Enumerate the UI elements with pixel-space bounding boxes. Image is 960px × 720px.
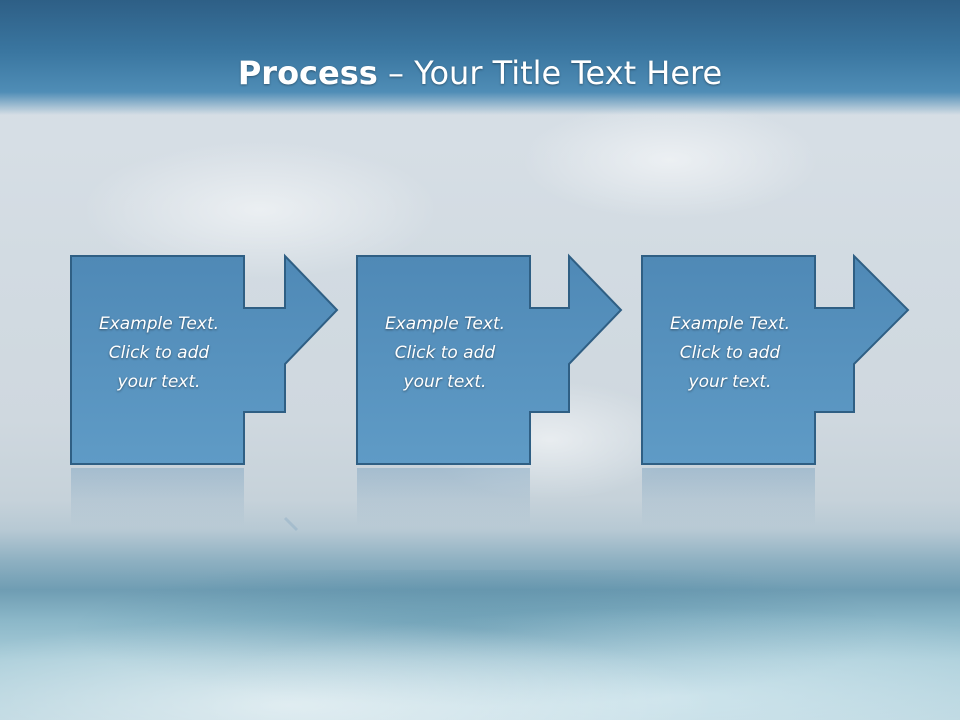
arrow-box-shape [70,253,339,532]
sea-background [0,570,960,720]
title-rest: – Your Title Text Here [377,54,723,92]
step-line: your text. [688,372,772,392]
step-text[interactable]: Example Text. Click to add your text. [75,310,243,397]
step-line: Example Text. [669,314,791,334]
title-bold: Process [237,54,378,92]
step-line: Click to add [679,343,781,363]
arrow-box-shape [356,253,623,526]
step-line: your text. [403,372,487,392]
step-line: your text. [117,372,201,392]
step-line: Example Text. [98,314,220,334]
step-line: Example Text. [384,314,506,334]
slide-title[interactable]: Process – Your Title Text Here [0,54,960,92]
process-step-2[interactable]: Example Text. Click to add your text. [356,253,697,526]
cloud-decoration [520,100,820,220]
step-text[interactable]: Example Text. Click to add your text. [646,310,814,397]
title-bar [0,0,960,115]
arrow-box-shape [641,253,910,526]
step-text[interactable]: Example Text. Click to add your text. [361,310,529,397]
process-step-3[interactable]: Example Text. Click to add your text. [641,253,960,526]
step-line: Click to add [394,343,496,363]
step-line: Click to add [108,343,210,363]
process-step-1[interactable]: Example Text. Click to add your text. [70,253,411,532]
